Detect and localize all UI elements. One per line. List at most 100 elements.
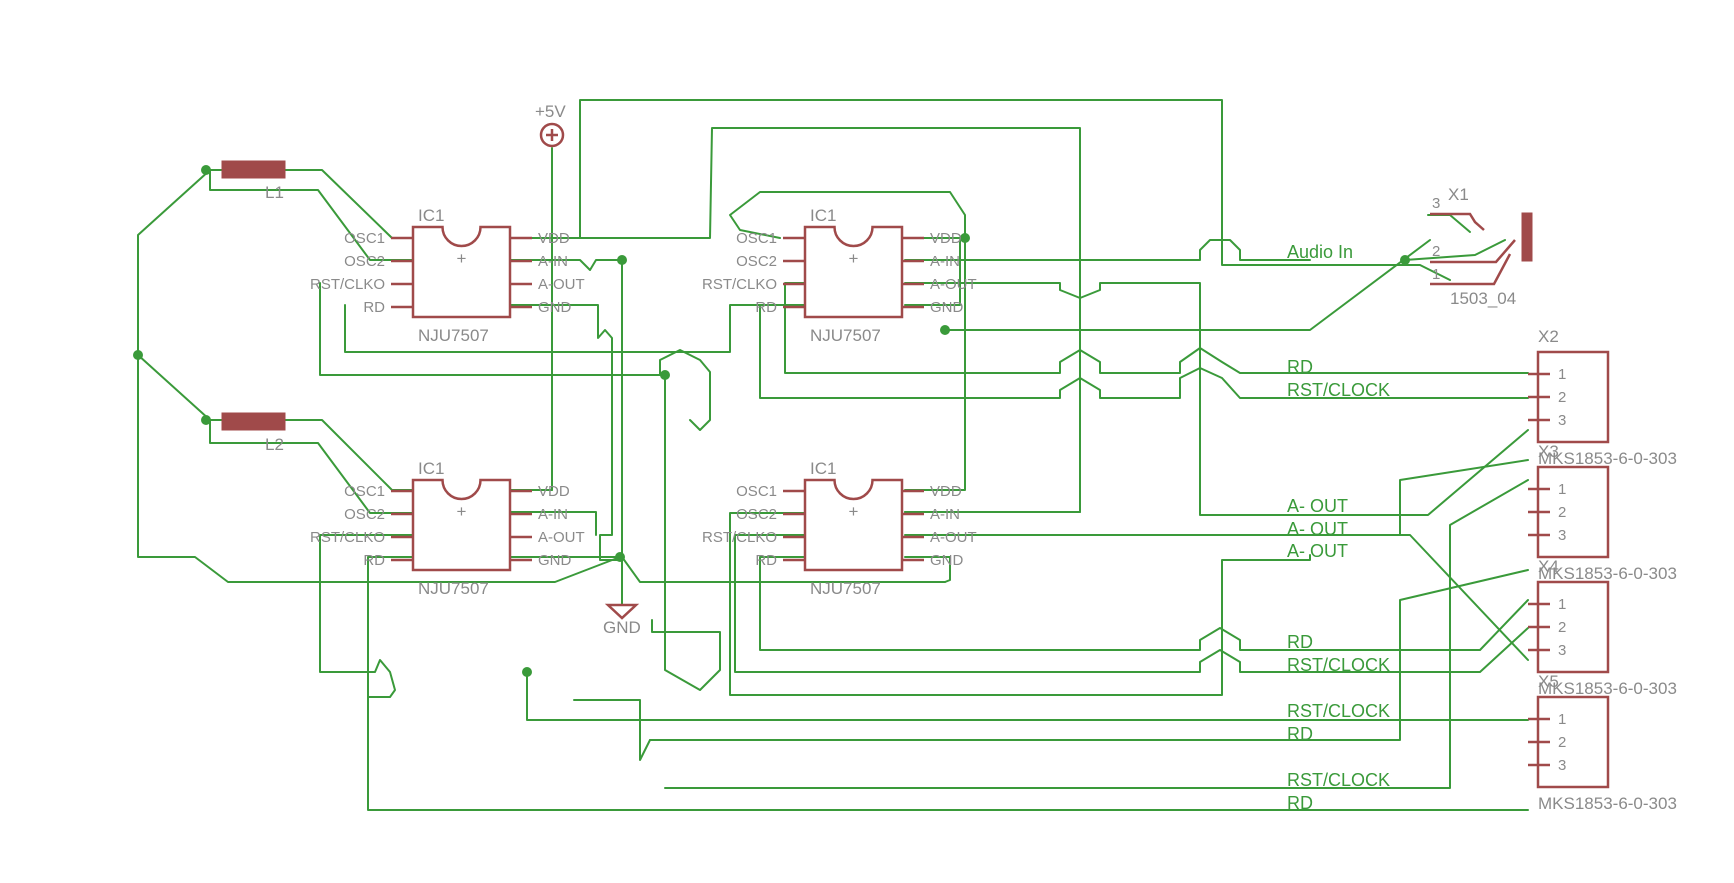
wire-ic4-aout <box>904 534 1529 661</box>
ic-pin-label: VDD <box>930 230 962 247</box>
inductor-label: L2 <box>265 435 284 454</box>
inductor-l2: L2 <box>221 412 286 454</box>
wire-l1-left <box>137 169 211 421</box>
wire-feed-b <box>319 282 711 431</box>
connector-pin-label: 2 <box>1558 504 1566 521</box>
ic-pin-label: RD <box>755 552 777 569</box>
connector-name: X4 <box>1538 557 1559 576</box>
ic-pin-label: VDD <box>538 483 570 500</box>
wire-gnd-ic3 <box>509 556 946 583</box>
ic-value: NJU7507 <box>418 579 489 598</box>
net-label: A- OUT <box>1287 496 1348 516</box>
junction-dot <box>1400 255 1410 265</box>
wire-rd-bus1 <box>649 569 1529 741</box>
ic-pin-label: A-OUT <box>930 276 977 293</box>
ic-pin-label: A-OUT <box>538 276 585 293</box>
connector-pin-label: 1 <box>1558 481 1566 498</box>
ic-body <box>803 478 904 572</box>
ic-pin-label: RST/CLKO <box>702 529 777 546</box>
ic-pin-label: OSC1 <box>344 483 385 500</box>
net-label: RST/CLOCK <box>1287 770 1390 790</box>
wire-l1-bottom <box>209 169 414 261</box>
vcc-label: +5V <box>535 102 566 121</box>
wire-jack-3 <box>1427 214 1471 233</box>
wire-l2-bottom <box>209 419 414 514</box>
connector-pin-label: 1 <box>1558 711 1566 728</box>
wire-ic4-vdd <box>904 237 966 491</box>
connector-pin-label: 3 <box>1558 527 1566 544</box>
gnd-triangle <box>604 603 640 620</box>
junctions <box>133 165 1410 677</box>
wire-ic2-rd <box>759 304 1529 399</box>
jack-value: 1503_04 <box>1450 289 1516 308</box>
wire-ic4-gnd <box>904 556 951 583</box>
net-labels: Audio In RD RST/CLOCK A- OUT A- OUT A- O… <box>1287 242 1390 813</box>
ic-name: IC1 <box>810 459 836 478</box>
connector-value: MKS1853-6-0-303 <box>1538 449 1677 468</box>
junction-dot <box>201 415 211 425</box>
ic-pin-label: RST/CLKO <box>310 529 385 546</box>
jack-name: X1 <box>1448 185 1469 204</box>
jack-pin2 <box>1430 239 1516 264</box>
junction-dot <box>615 552 625 562</box>
ic-center-mark: + <box>457 502 467 521</box>
ic-body <box>411 225 512 319</box>
net-label: A- OUT <box>1287 519 1348 539</box>
ic-pin-label: OSC2 <box>344 253 385 270</box>
ic-pin-label: A-IN <box>930 253 960 270</box>
wire-ic2-gnd <box>904 239 961 306</box>
jack-body <box>1521 212 1533 262</box>
wire-l2-right <box>284 419 414 491</box>
wire-jack-gnd <box>944 239 1431 331</box>
wire-jack-tip <box>1249 264 1451 281</box>
ic-chip: +OSC1OSC2RST/CLKORDVDDA-INA-OUTGNDIC1NJU… <box>702 206 977 345</box>
connector-pin-label: 2 <box>1558 734 1566 751</box>
ic-pin-label: VDD <box>538 230 570 247</box>
connector-pin-label: 1 <box>1558 366 1566 383</box>
net-label: Audio In <box>1287 242 1353 262</box>
audio-jack-x1: X1 3 2 1 1503_04 <box>1430 185 1533 308</box>
junction-dot <box>660 370 670 380</box>
wire-ic4-rst <box>734 534 1529 673</box>
connector-name: X3 <box>1538 442 1559 461</box>
ic-value: NJU7507 <box>810 326 881 345</box>
junction-dot <box>617 255 627 265</box>
jack-pin-label: 2 <box>1432 243 1440 260</box>
wire-rst-bus2 <box>664 479 1529 789</box>
connector-name: X2 <box>1538 327 1559 346</box>
connector-pin-label: 3 <box>1558 412 1566 429</box>
wire-feed-a <box>344 304 771 353</box>
ic-pin-label: GND <box>930 299 964 316</box>
ic-center-mark: + <box>457 249 467 268</box>
wire-ic2-rst <box>784 282 1529 374</box>
net-label: A- OUT <box>1287 541 1348 561</box>
junction-dot <box>133 350 143 360</box>
ic-center-mark: + <box>849 249 859 268</box>
ic-pin-label: GND <box>538 552 572 569</box>
ic-pin-label: OSC2 <box>736 253 777 270</box>
ic-chip: +OSC1OSC2RST/CLKORDVDDA-INA-OUTGNDIC1NJU… <box>310 206 585 345</box>
ic-pin-label: OSC1 <box>736 230 777 247</box>
inductor-l1: L1 <box>221 160 286 202</box>
wire-ic3-ain <box>509 511 597 536</box>
wire-ic4-rd <box>759 556 1529 651</box>
net-label: RD <box>1287 793 1313 813</box>
net-label: RD <box>1287 632 1313 652</box>
net-label: RST/CLOCK <box>1287 701 1390 721</box>
ic-pin-label: OSC2 <box>736 506 777 523</box>
ic-pin-label: OSC1 <box>736 483 777 500</box>
ic-name: IC1 <box>418 206 444 225</box>
ic-pin-label: RD <box>363 552 385 569</box>
ic-pin-label: GND <box>538 299 572 316</box>
ic-pin-label: A-IN <box>538 506 568 523</box>
ic-group: +OSC1OSC2RST/CLKORDVDDA-INA-OUTGNDIC1NJU… <box>310 206 977 598</box>
ic-pin-label: RD <box>363 299 385 316</box>
ic-chip: +OSC1OSC2RST/CLKORDVDDA-INA-OUTGNDIC1NJU… <box>310 459 585 598</box>
inductor-body <box>221 160 286 179</box>
ic-pin-label: RST/CLKO <box>702 276 777 293</box>
connector-value: MKS1853-6-0-303 <box>1538 794 1677 813</box>
wire-osc-loop <box>137 354 621 583</box>
ic-value: NJU7507 <box>418 326 489 345</box>
jack-pin-label: 1 <box>1432 266 1440 283</box>
